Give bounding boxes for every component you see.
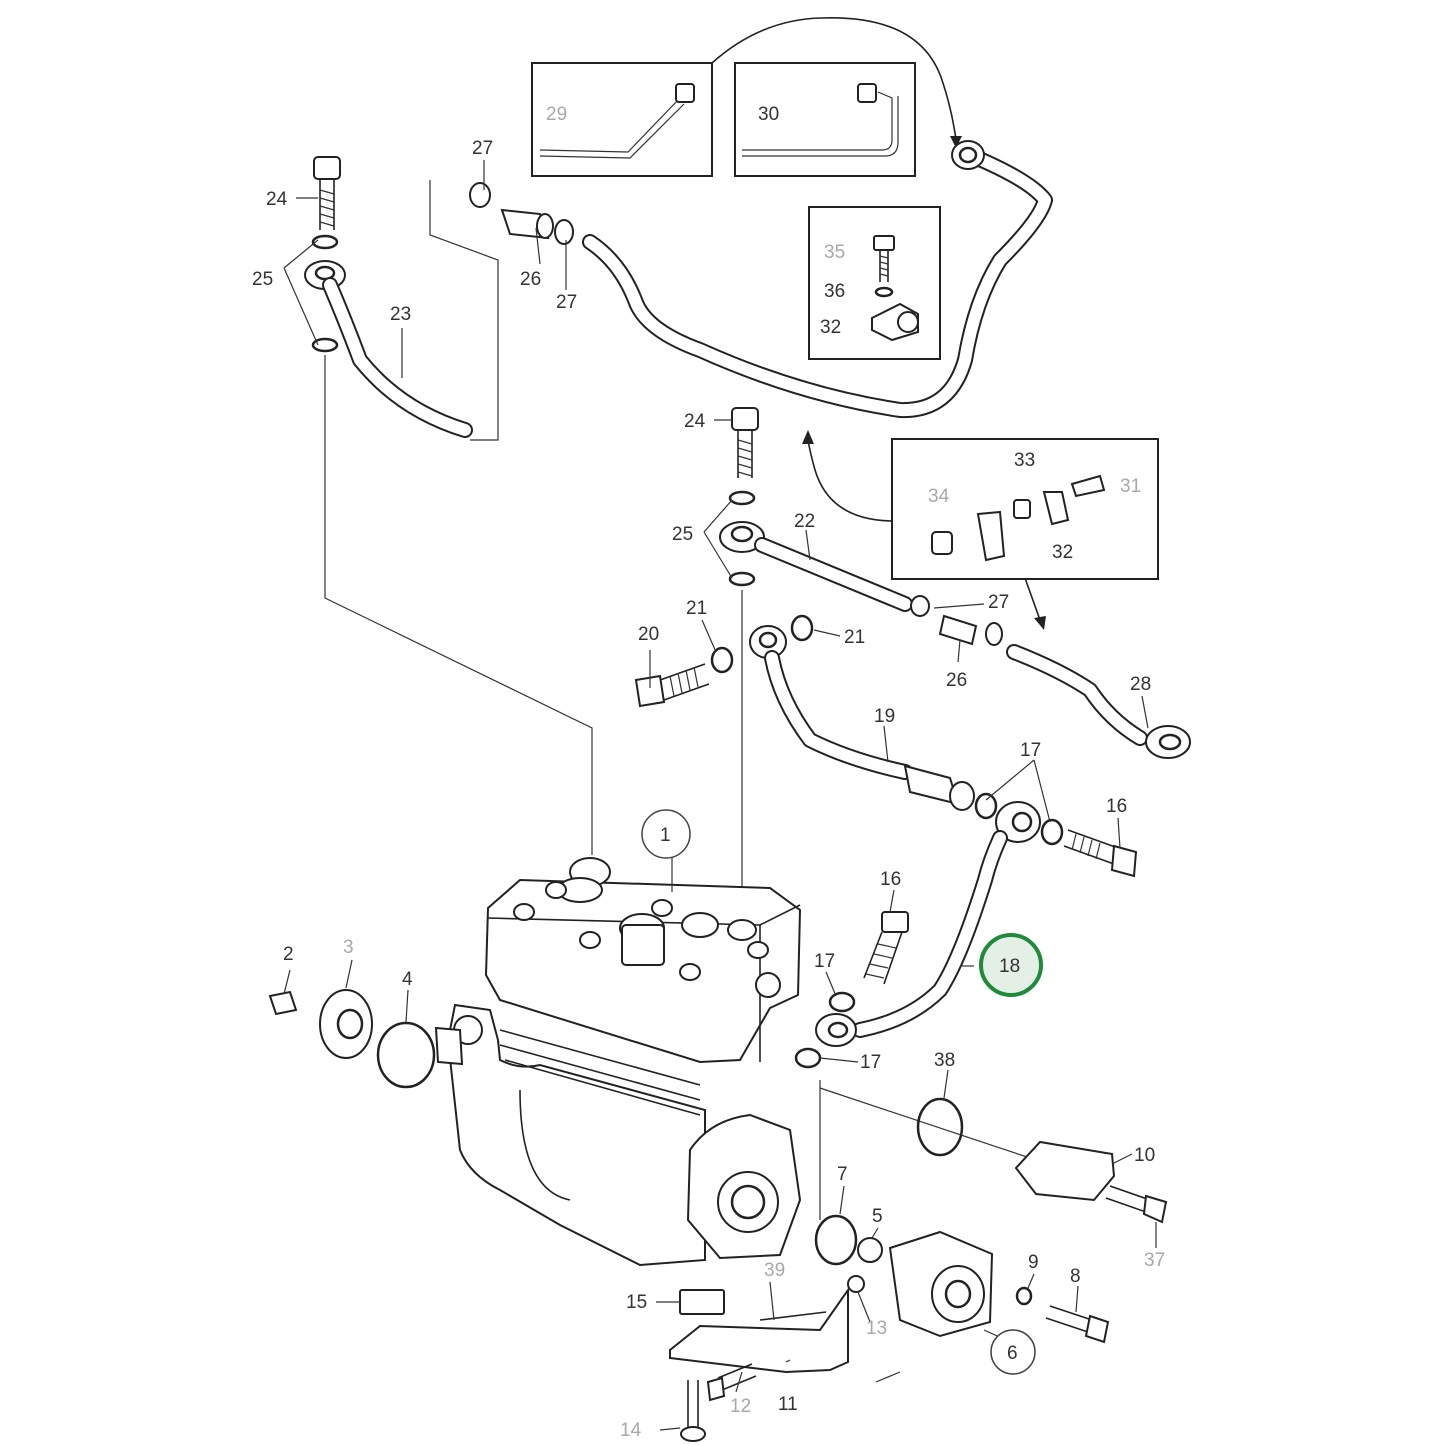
callout-9: 9 [1028,1252,1039,1273]
callout-3: 3 [343,937,354,958]
callout-21-right: 21 [844,627,865,648]
callout-20: 20 [638,624,659,645]
callout-15: 15 [626,1292,647,1313]
pipe-22-assembly [719,407,930,617]
inset-box-31-34 [891,438,1159,580]
callout-27-a: 27 [472,138,493,159]
callout-11: 11 [778,1394,798,1415]
callout-29: 29 [546,104,567,125]
fittings-27-26-upper [469,182,574,245]
callout-12: 12 [730,1396,751,1417]
pipe-18-assembly [794,792,1138,1069]
callout-37: 37 [1144,1250,1165,1271]
circled-callout-1: 1 [641,809,691,859]
pipe-28-assembly [938,614,1191,759]
callout-22: 22 [794,511,815,532]
callout-23: 23 [390,304,411,325]
callout-10: 10 [1134,1145,1155,1166]
callout-14: 14 [620,1420,642,1441]
callout-16-right: 16 [1106,796,1127,817]
bracket-assembly [669,1286,849,1442]
callout-2: 2 [283,944,294,965]
callout-17-lower: 17 [860,1052,881,1073]
callout-36: 36 [824,281,845,302]
pump-6-assembly [814,1214,1110,1344]
callout-30: 30 [758,104,779,125]
gear-assembly-left [268,989,436,1089]
inset-box-29 [531,62,713,177]
svg-text:18: 18 [999,956,1020,977]
inset-box-30 [734,62,916,177]
callout-25-center: 25 [672,524,693,545]
callout-38: 38 [934,1050,955,1071]
callout-31: 31 [1120,476,1141,497]
callout-21-left: 21 [686,598,707,619]
callout-34: 34 [928,486,950,507]
callout-labels: 24 25 23 27 26 27 29 30 35 36 32 24 25 2… [252,104,1165,1441]
callout-17-upper: 17 [1020,740,1041,761]
inset-box-35-36-32 [808,206,941,360]
callout-19: 19 [874,706,895,727]
callout-33: 33 [1014,450,1035,471]
leader-23-to-compressor [324,355,593,855]
leader-bracket-23 [429,180,499,441]
callout-28: 28 [1130,674,1151,695]
callout-26-upper: 26 [520,269,541,290]
highlighted-callout-18[interactable]: 18 [979,933,1043,997]
svg-text:6: 6 [1007,1343,1018,1364]
arrow-head [950,136,962,148]
callout-17-middle: 17 [814,951,835,972]
pipe-19-assembly [634,614,975,811]
arrow-32-to-22 [807,439,893,522]
callout-24-upper: 24 [266,189,288,210]
arrow-32-to-28 [1024,577,1041,621]
compressor-body [434,857,802,1267]
callout-27-c: 27 [988,592,1009,613]
arrow-29-30-to-28 [711,16,957,141]
callout-26-lower: 26 [946,670,967,691]
callout-35: 35 [824,242,845,263]
callout-16-center: 16 [880,869,901,890]
callout-25-upper: 25 [252,269,273,290]
cover-10-assembly [819,1080,1168,1224]
leader-lines [283,160,1157,1431]
callout-32-inset-b: 32 [1052,542,1073,563]
svg-text:1: 1 [660,825,671,846]
callout-27-b: 27 [556,292,577,313]
callout-8: 8 [1070,1266,1081,1287]
pipe-upper [582,140,1053,419]
pipe-23-assembly [304,156,473,438]
callout-13: 13 [866,1318,887,1339]
callout-32-inset-a: 32 [820,317,841,338]
circled-callout-6: 6 [990,1329,1036,1375]
callout-39: 39 [764,1260,785,1281]
callout-24-center: 24 [684,411,706,432]
callout-5: 5 [872,1206,883,1227]
callout-4: 4 [402,969,413,990]
callout-7: 7 [837,1164,848,1185]
